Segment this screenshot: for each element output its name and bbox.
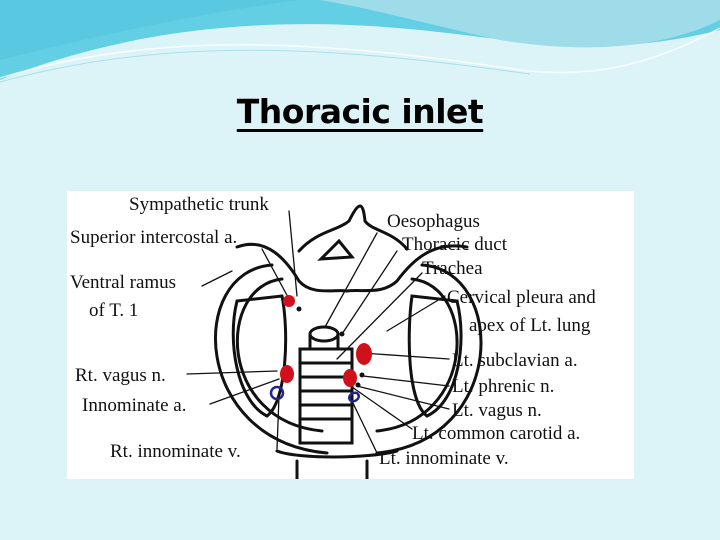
label-lt-innominate-vein: Lt. innominate v. [379,448,509,469]
anatomy-drawing [186,204,483,479]
label-oesophagus: Oesophagus [387,211,480,232]
label-lt-subclavian-artery: Lt. subclavian a. [452,350,578,371]
header-wave-decoration [0,0,720,83]
label-lt-phrenic-nerve: Lt. phrenic n. [452,376,555,397]
label-lt-common-carotid-artery: Lt. common carotid a. [412,423,581,444]
label-sympathetic-trunk: Sympathetic trunk [129,194,269,215]
label-thoracic-duct: Thoracic duct [402,234,507,255]
thoracic-inlet-diagram: Sympathetic trunk Superior intercostal a… [67,191,634,479]
label-rt-innominate-vein: Rt. innominate v. [110,441,241,462]
label-rt-vagus-nerve: Rt. vagus n. [75,365,166,386]
label-ventral-ramus: Ventral ramus [70,272,177,293]
label-trachea: Trachea [422,258,483,279]
label-lt-vagus-nerve: Lt. vagus n. [452,400,542,421]
label-innominate-artery: Innominate a. [82,395,187,416]
slide-title: Thoracic inlet [236,92,484,131]
label-ventral-ramus-t1: of T. 1 [89,300,139,321]
label-superior-intercostal-artery: Superior intercostal a. [70,227,238,248]
label-cervical-pleura: Cervical pleura and [447,287,596,308]
label-apex-lt-lung: apex of Lt. lung [469,315,591,336]
